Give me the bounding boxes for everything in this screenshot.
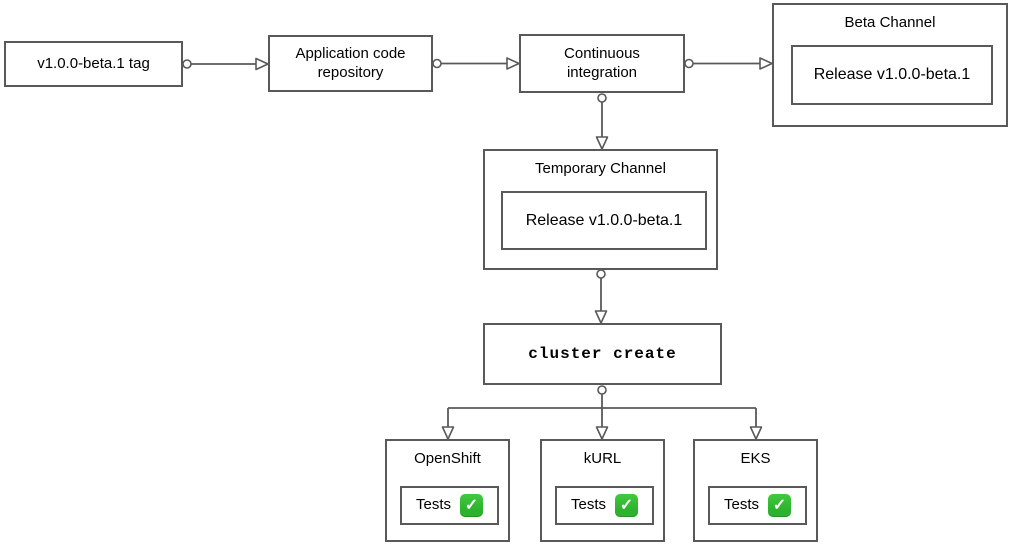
- arrowhead-icon: [255, 57, 269, 71]
- arrowhead-icon: [749, 426, 763, 440]
- node-temporary-channel-release: Release v1.0.0-beta.1: [501, 191, 707, 250]
- node-beta-channel-release: Release v1.0.0-beta.1: [791, 45, 993, 105]
- cluster-create-label: cluster create: [528, 345, 677, 363]
- arrowhead-icon: [595, 426, 609, 440]
- kurl-title: kURL: [583, 450, 622, 467]
- eks-title: EKS: [740, 450, 771, 467]
- connector-cluster-create-to-clusters: [441, 385, 763, 440]
- connector-source-dot: [597, 385, 607, 395]
- version-tag-label: v1.0.0-beta.1 tag: [37, 54, 150, 72]
- check-mark-icon: ✓: [615, 494, 638, 517]
- connector-source-dot: [684, 58, 694, 69]
- beta-channel-title: Beta Channel: [844, 14, 936, 31]
- openshift-tests-label: Tests: [415, 496, 451, 514]
- temporary-channel-release-label: Release v1.0.0-beta.1: [525, 211, 683, 229]
- node-version-tag: v1.0.0-beta.1 tag: [4, 41, 183, 87]
- connector-ci-to-temporary-channel: [595, 93, 609, 150]
- node-continuous-integration: Continuous integration: [519, 34, 685, 93]
- node-eks: EKS Tests ✓: [693, 439, 818, 542]
- continuous-integration-label: Continuous integration: [564, 44, 640, 81]
- check-mark-icon: ✓: [768, 494, 791, 517]
- connector-source-dot: [597, 93, 607, 103]
- openshift-title: OpenShift: [414, 450, 481, 467]
- kurl-tests-label: Tests: [570, 496, 606, 514]
- arrowhead-icon: [506, 57, 520, 70]
- node-beta-channel: Beta Channel Release v1.0.0-beta.1: [772, 3, 1008, 127]
- node-kurl: kURL Tests ✓: [540, 439, 665, 542]
- node-openshift: OpenShift Tests ✓: [385, 439, 510, 542]
- arrowhead-icon: [594, 310, 608, 324]
- node-cluster-create: cluster create: [483, 323, 722, 385]
- check-mark-icon: ✓: [460, 494, 483, 517]
- eks-tests-label: Tests: [723, 496, 759, 514]
- arrowhead-icon: [441, 426, 455, 440]
- arrowhead-icon: [595, 136, 609, 150]
- connector-source-dot: [596, 269, 606, 279]
- connector-repository-to-ci: [432, 57, 520, 70]
- node-app-code-repository: Application code repository: [268, 35, 433, 92]
- node-kurl-tests: Tests ✓: [555, 486, 654, 525]
- connector-source-dot: [432, 58, 442, 69]
- node-openshift-tests: Tests ✓: [400, 486, 499, 525]
- beta-channel-release-label: Release v1.0.0-beta.1: [813, 66, 971, 83]
- arrowhead-icon: [759, 57, 773, 70]
- connector-source-dot: [182, 59, 192, 69]
- connector-tag-to-repository: [182, 57, 269, 71]
- node-eks-tests: Tests ✓: [708, 486, 807, 525]
- connector-temporary-channel-to-cluster-create: [594, 269, 608, 324]
- temporary-channel-title: Temporary Channel: [535, 160, 666, 177]
- connector-ci-to-beta-channel: [684, 57, 773, 70]
- node-temporary-channel: Temporary Channel Release v1.0.0-beta.1: [483, 149, 718, 270]
- app-code-repository-label: Application code repository: [295, 44, 406, 81]
